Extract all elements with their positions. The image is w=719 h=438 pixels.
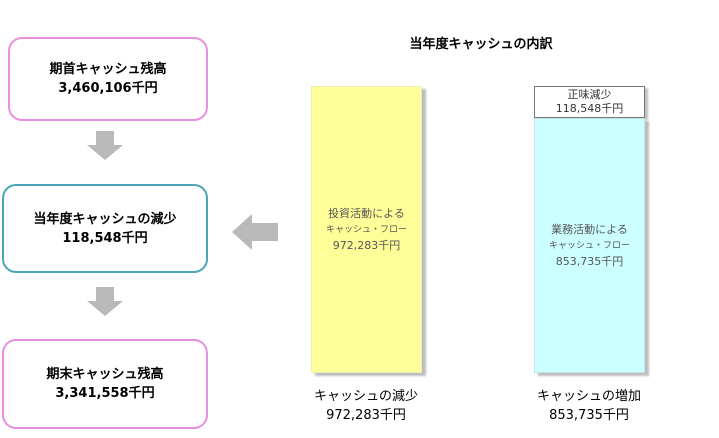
opening-balance-label: 期首キャッシュ残高	[49, 62, 167, 77]
increase-caption: キャッシュの増加 853,735千円	[514, 387, 664, 425]
net-decrease-value: 118,548千円	[555, 102, 624, 115]
cash-decrease-box: 当年度キャッシュの減少 118,548千円	[2, 184, 208, 273]
cash-decrease-value: 118,548千円	[62, 230, 148, 246]
operating-cash-flow-bar: 業務活動による キャッシュ・フロー 853,735千円	[534, 118, 645, 373]
investing-bar-value: 972,283千円	[332, 238, 401, 252]
cash-decrease-label: 当年度キャッシュの減少	[33, 211, 177, 227]
investing-cash-flow-bar: 投資活動による キャッシュ・フロー 972,283千円	[311, 86, 422, 373]
increase-caption-value: 853,735千円	[549, 408, 629, 423]
decrease-caption-label: キャッシュの減少	[313, 389, 418, 404]
opening-balance-value: 3,460,106千円	[58, 81, 158, 96]
net-decrease-bar: 正味減少 118,548千円	[534, 86, 645, 118]
down-arrow-icon	[87, 131, 123, 160]
opening-balance-box: 期首キャッシュ残高 3,460,106千円	[8, 37, 208, 121]
net-decrease-label: 正味減少	[567, 88, 612, 101]
closing-balance-label: 期末キャッシュ残高	[46, 367, 164, 382]
decrease-caption-value: 972,283千円	[326, 408, 406, 423]
left-arrow-icon	[232, 214, 278, 250]
decrease-caption: キャッシュの減少 972,283千円	[291, 387, 441, 425]
investing-bar-line1: 投資活動による	[328, 206, 405, 220]
operating-bar-value: 853,735千円	[555, 254, 624, 268]
investing-bar-line2: キャッシュ・フロー	[325, 224, 407, 235]
operating-bar-line2: キャッシュ・フロー	[548, 240, 630, 251]
closing-balance-value: 3,341,558千円	[55, 386, 155, 401]
increase-caption-label: キャッシュの増加	[536, 389, 641, 404]
breakdown-title: 当年度キャッシュの内訳	[409, 37, 553, 52]
closing-balance-box: 期末キャッシュ残高 3,341,558千円	[2, 339, 208, 429]
down-arrow-icon	[87, 287, 123, 316]
operating-bar-line1: 業務活動による	[551, 222, 628, 236]
